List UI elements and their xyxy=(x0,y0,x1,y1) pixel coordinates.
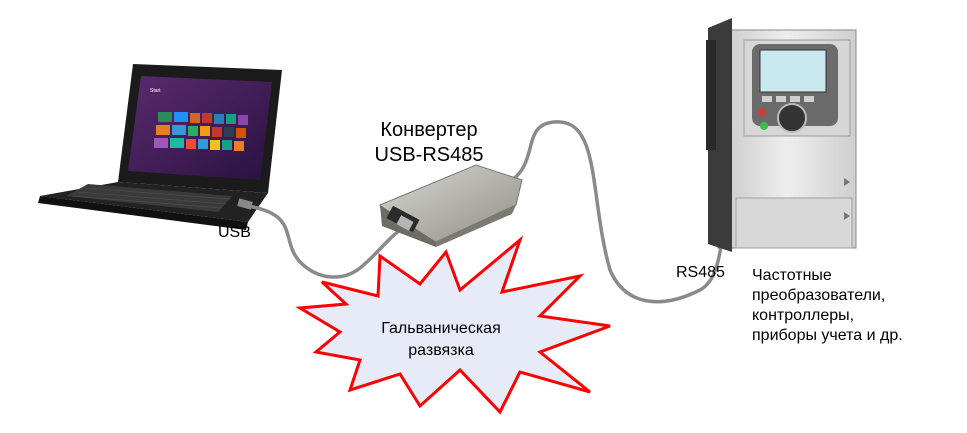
laptop: Start xyxy=(38,64,282,230)
devices-line: контроллеры, xyxy=(752,307,855,324)
devices-line: преобразователи, xyxy=(752,287,886,304)
rs485-label: RS485 xyxy=(676,264,725,281)
devices-label: Частотные преобразователи, контроллеры, … xyxy=(752,266,903,346)
converter-title-line2: USB-RS485 xyxy=(374,144,484,166)
devices-line: приборы учета и др. xyxy=(752,327,903,344)
converter-title-line1: Конвертер xyxy=(380,119,478,141)
rs485-cable xyxy=(510,120,730,304)
usb-label: USB xyxy=(218,224,251,241)
screen-start-text: Start xyxy=(150,88,161,94)
isolation-line2: развязка xyxy=(408,342,474,359)
isolation-line1: Гальваническая xyxy=(381,320,501,337)
frequency-drive xyxy=(706,18,857,252)
usb-cable xyxy=(246,204,410,279)
isolation-burst xyxy=(295,235,611,415)
isolation-label: Гальваническая развязка xyxy=(356,318,526,362)
converter-title: Конвертер USB-RS485 xyxy=(344,118,514,168)
start-screen-tiles xyxy=(154,112,248,151)
usb-rs485-converter xyxy=(379,164,523,247)
devices-line: Частотные xyxy=(752,267,832,284)
